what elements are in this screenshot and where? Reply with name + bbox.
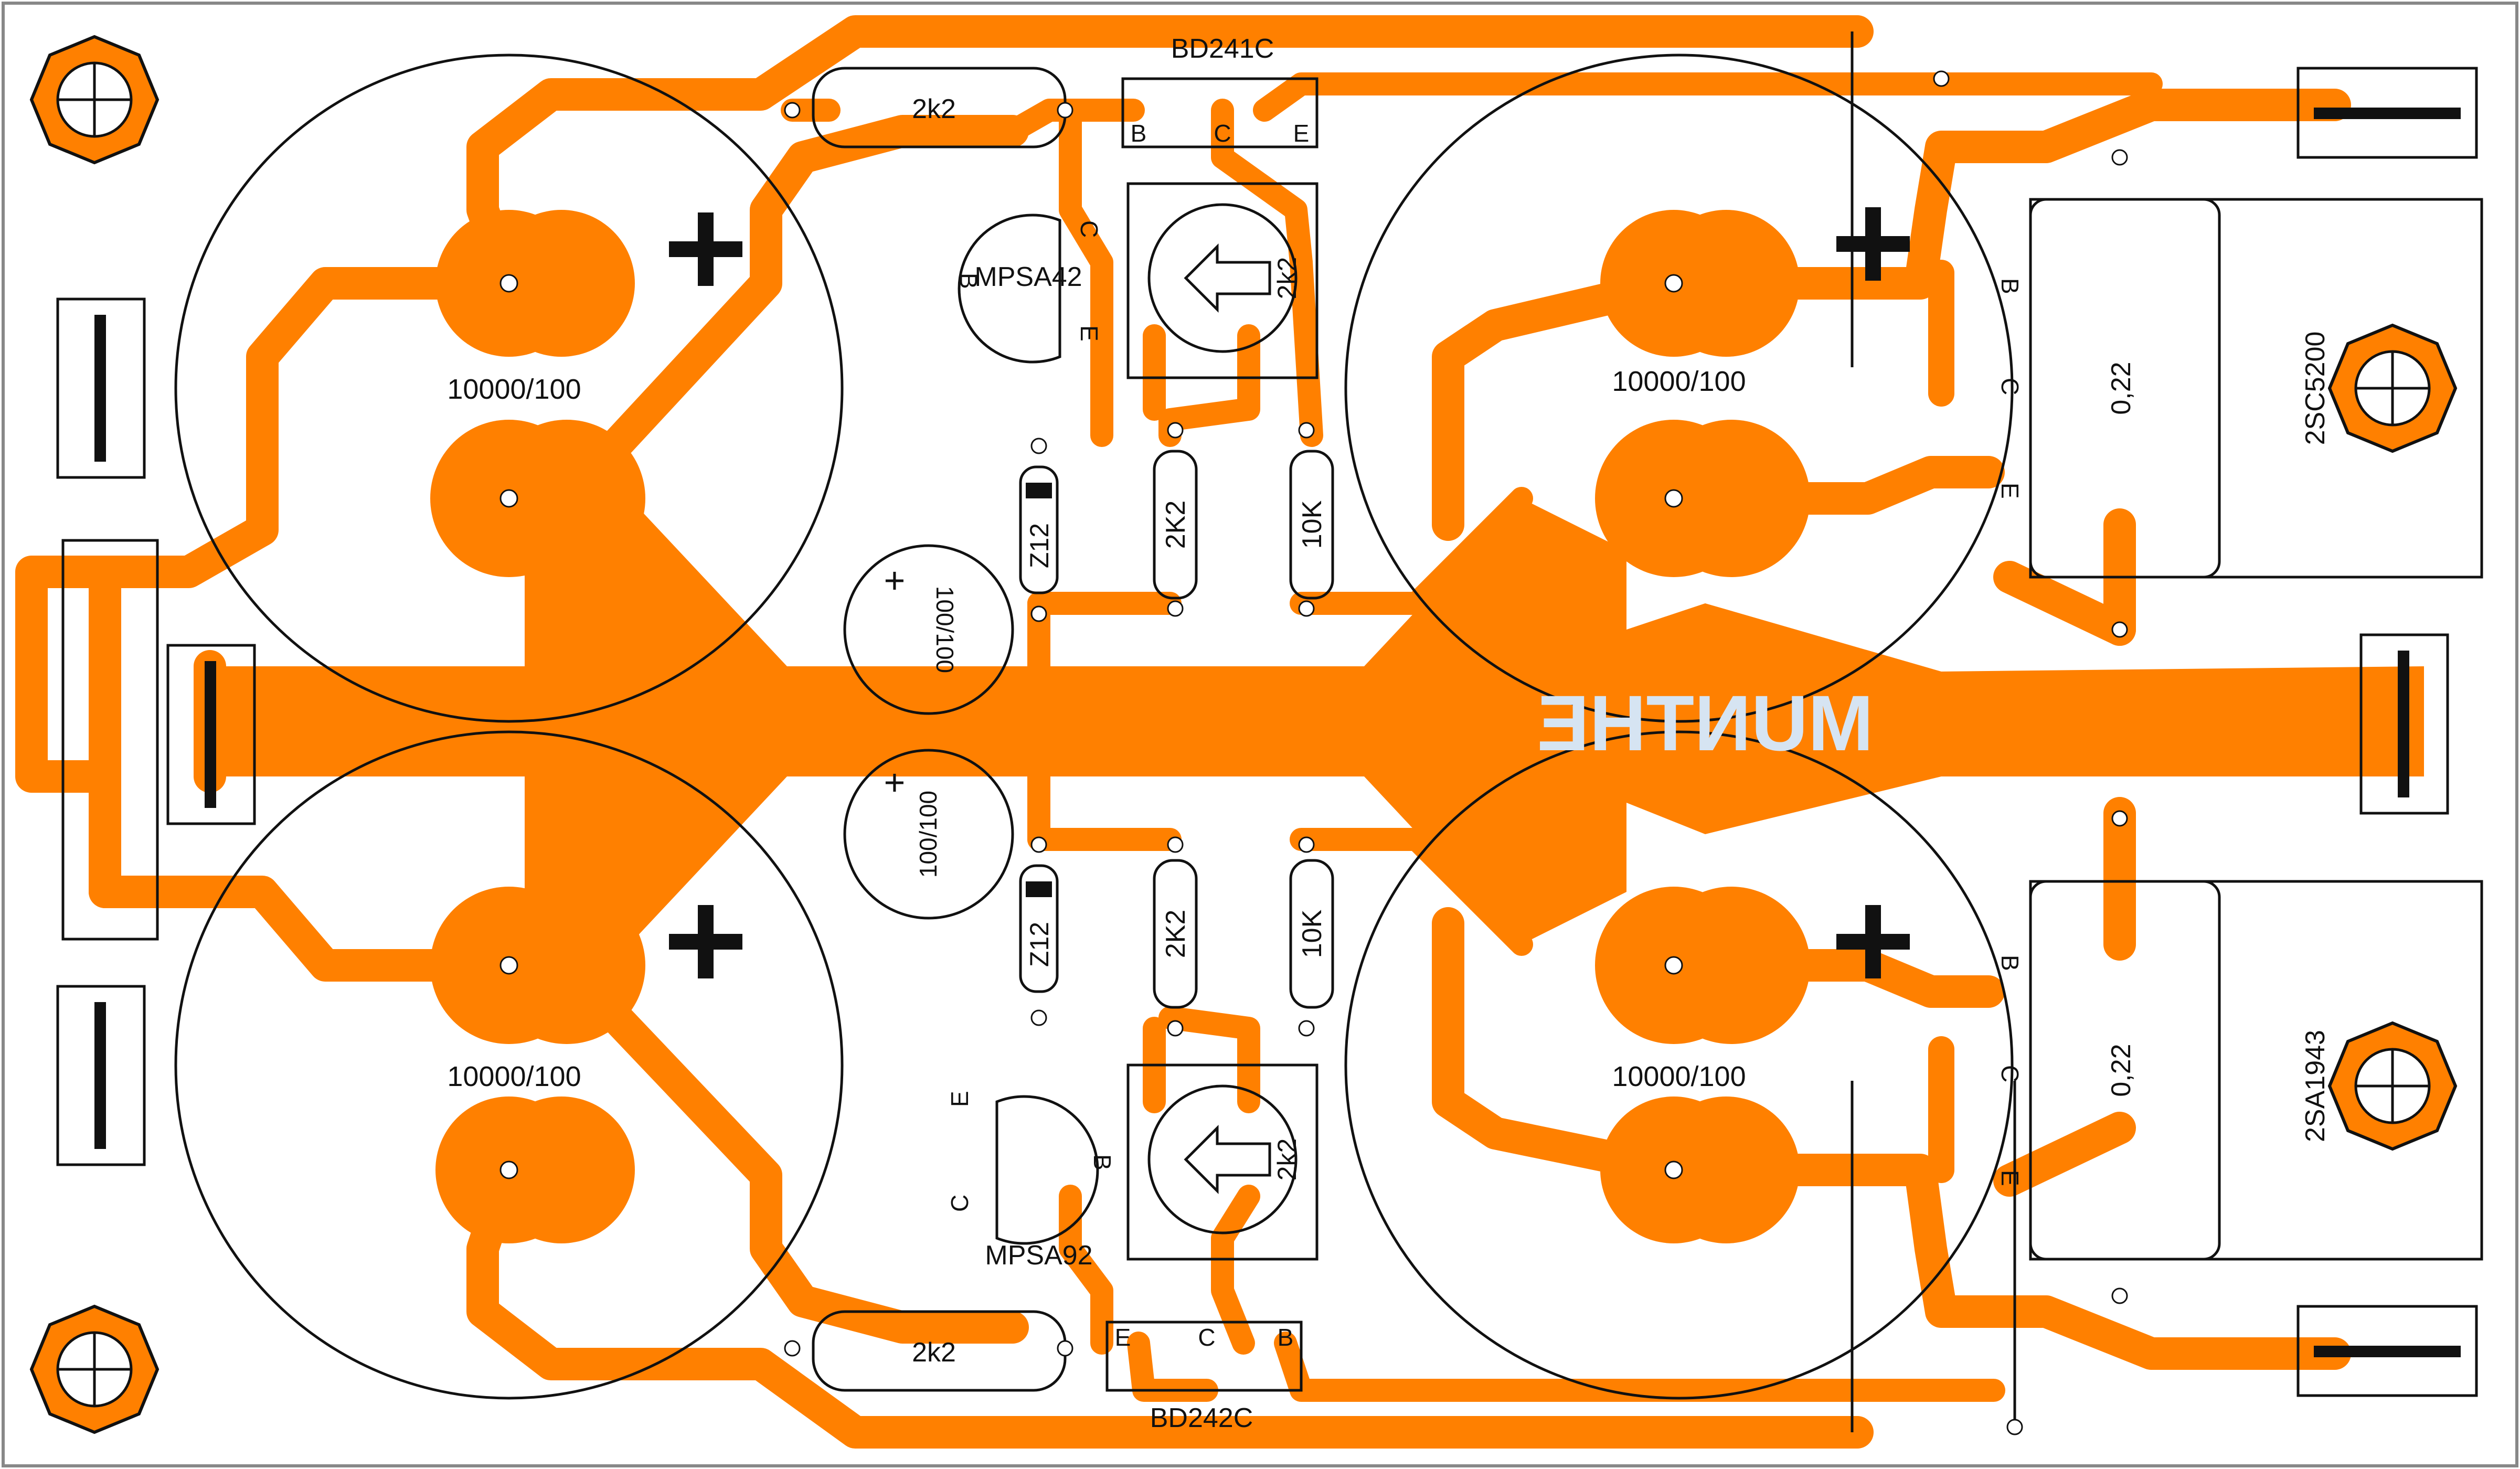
- resistor-value: 10K: [1297, 909, 1327, 958]
- resistor-10K-top-body: [1289, 450, 1334, 600]
- drill-holes: [499, 70, 2128, 1435]
- pin-label: E: [1076, 325, 1103, 342]
- zener-bottom-body: [1019, 864, 1059, 993]
- pin-label: C: [1996, 378, 2024, 395]
- power-transistor-part-label: 2SC5200: [2300, 332, 2331, 445]
- polarity-marks: [669, 207, 1910, 978]
- power-transistor-part-label: 2SA1943: [2300, 1030, 2331, 1142]
- watermark: MUNTHE: [1537, 679, 1874, 767]
- fuse-holder-left-top: [56, 297, 146, 479]
- resistor-value: 2k2: [912, 94, 956, 124]
- labels: 10000/100 10000/100 10000/100 10000/100 …: [447, 34, 2331, 1433]
- cap-value-label: 10000/100: [1612, 1061, 1746, 1092]
- driver-top-body: [1121, 77, 1319, 148]
- cap-large-outline: [1344, 54, 2014, 723]
- driver-bottom-body: [1105, 1321, 1303, 1392]
- trimmer-value: 2k2: [1272, 257, 1302, 300]
- pin-label: E: [1293, 120, 1310, 147]
- pin-label: B: [955, 273, 982, 289]
- pin-label: C: [946, 1195, 973, 1212]
- pin-label: B: [1131, 120, 1147, 147]
- pin-label: B: [1089, 1154, 1116, 1170]
- pin-label: B: [1996, 278, 2024, 294]
- pin-label: E: [1996, 483, 2024, 499]
- pin-label: C: [1076, 220, 1103, 238]
- resistor-value: 2K2: [1161, 501, 1191, 549]
- fuse-holder-right-mid: [2359, 633, 2449, 815]
- emitter-resistor-value: 0,22: [2106, 1044, 2136, 1097]
- mounting-holes: [29, 35, 2458, 1434]
- resistor-2K2-top-body: [1153, 450, 1198, 600]
- fuse-holder-left-mid: [166, 644, 256, 825]
- cap-large-outline: [1344, 730, 2014, 1400]
- cap-small-outline: [843, 544, 1014, 715]
- cap-small-outline: [843, 749, 1014, 920]
- connector-left: [61, 539, 159, 941]
- pin-label: C: [1996, 1065, 2024, 1082]
- driver-part-label: BD241C: [1171, 34, 1274, 64]
- trimmer-bottom-body: [1126, 1063, 1319, 1261]
- pin-label: B: [1996, 955, 2024, 971]
- polarity-mark-label: +: [884, 560, 906, 601]
- pin-label: C: [1214, 120, 1231, 147]
- cap-value-label: 10000/100: [1612, 366, 1746, 397]
- fuse-holder-right-top: [2296, 67, 2478, 159]
- pin-label: E: [1115, 1324, 1131, 1351]
- trimmer-top-body: [1126, 182, 1319, 379]
- resistor-10K-bottom-body: [1289, 859, 1334, 1009]
- resistor-value: 2k2: [912, 1337, 956, 1368]
- zener-value: Z12: [1025, 523, 1054, 568]
- zener-value: Z12: [1025, 922, 1054, 967]
- resistor-value: 2K2: [1161, 910, 1191, 959]
- polarity-mark-label: +: [884, 762, 906, 803]
- pin-label: E: [1996, 1170, 2024, 1186]
- fuse-holder-right-bottom: [2296, 1305, 2478, 1397]
- pin-label: E: [946, 1091, 973, 1107]
- cap-large-outline: [174, 730, 844, 1400]
- pin-label: B: [1278, 1324, 1294, 1351]
- transistor-part-label: MPSA92: [985, 1240, 1092, 1271]
- emitter-resistor-value: 0,22: [2106, 361, 2136, 414]
- resistor-value: 10K: [1297, 500, 1327, 549]
- driver-part-label: BD242C: [1150, 1403, 1253, 1433]
- copper-layer: [15, 15, 2424, 1449]
- resistor-2K2-bottom-body: [1153, 859, 1198, 1009]
- fuse-holder-left-bottom: [56, 985, 146, 1166]
- trimmer-value: 2k2: [1272, 1138, 1302, 1181]
- cap-value-label: 10000/100: [447, 374, 581, 405]
- cap-value-label: 10000/100: [447, 1061, 581, 1092]
- small-cap-value: 100/100: [931, 586, 959, 673]
- cap-large-outline: [174, 54, 844, 723]
- transistor-part-label: MPSA42: [974, 262, 1082, 292]
- pin-label: C: [1198, 1324, 1215, 1351]
- fuse-links: [94, 108, 2461, 1357]
- zener-top-body: [1019, 465, 1059, 594]
- small-cap-value: 100/100: [915, 791, 942, 878]
